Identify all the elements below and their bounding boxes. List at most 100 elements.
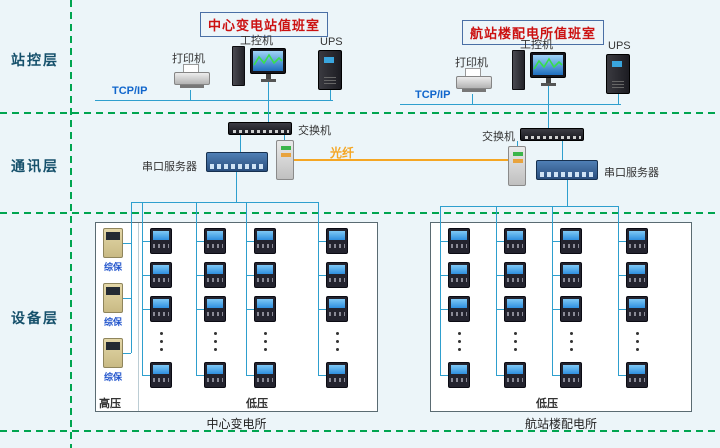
power-meter [448, 362, 470, 388]
meter-stub-wire [196, 275, 204, 276]
ups-label: UPS [320, 36, 343, 48]
network-wire [190, 90, 191, 100]
meter-stub-wire [618, 375, 626, 376]
power-meter [204, 362, 226, 388]
meter-stub-wire [552, 309, 560, 310]
network-wire [562, 141, 563, 160]
bus-distribution-wire [440, 206, 619, 207]
network-wire [268, 100, 269, 122]
ellipsis-dot [458, 332, 461, 335]
column-wire [440, 206, 441, 375]
voltage-section-label: 低压 [536, 398, 558, 410]
meter-stub-wire [552, 275, 560, 276]
ellipsis-dot [336, 332, 339, 335]
column-wire [552, 206, 553, 375]
meter-stub-wire [496, 275, 504, 276]
power-meter [326, 262, 348, 288]
meter-stub-wire [552, 375, 560, 376]
layer-label-device: 设备层 [11, 310, 59, 326]
meter-stub-wire [440, 375, 448, 376]
relay-label: 综保 [103, 317, 122, 327]
relay-stub-wire [123, 243, 131, 244]
ellipsis-dot [214, 348, 217, 351]
meter-stub-wire [142, 241, 150, 242]
power-meter [448, 296, 470, 322]
power-meter [504, 262, 526, 288]
network-wire [95, 100, 333, 101]
ellipsis-dot [336, 348, 339, 351]
layer-divider-line [0, 212, 720, 214]
meter-stub-wire [496, 375, 504, 376]
industrial-pc-icon [512, 48, 568, 90]
printer-label: 打印机 [172, 53, 205, 65]
meter-stub-wire [496, 241, 504, 242]
ups-icon [318, 50, 342, 90]
ellipsis-dot [214, 340, 217, 343]
ellipsis-dot [514, 332, 517, 335]
ellipsis-dot [636, 348, 639, 351]
voltage-section-label: 低压 [246, 398, 268, 410]
meter-stub-wire [246, 375, 254, 376]
ellipsis-dot [160, 332, 163, 335]
power-meter [626, 228, 648, 254]
relay-label: 综保 [103, 262, 122, 272]
ellipsis-dot [160, 348, 163, 351]
power-meter [204, 296, 226, 322]
panel-name: 中心变电所 [206, 417, 267, 431]
ellipsis-dot [570, 348, 573, 351]
fiber-label: 光纤 [330, 146, 355, 160]
network-wire [618, 94, 619, 104]
meter-stub-wire [440, 309, 448, 310]
column-wire [318, 202, 319, 375]
ellipsis-dot [514, 340, 517, 343]
printer-icon [456, 68, 492, 94]
ellipsis-dot [336, 340, 339, 343]
power-meter [204, 228, 226, 254]
ellipsis-dot [636, 340, 639, 343]
meter-stub-wire [142, 275, 150, 276]
power-meter [626, 262, 648, 288]
meter-stub-wire [318, 275, 326, 276]
power-meter [326, 228, 348, 254]
meter-stub-wire [246, 275, 254, 276]
meter-stub-wire [496, 309, 504, 310]
ellipsis-dot [160, 340, 163, 343]
fiber-converter-icon [508, 146, 526, 186]
meter-stub-wire [246, 241, 254, 242]
tcpip-label: TCP/IP [415, 89, 451, 101]
industrial-pc-icon [232, 44, 288, 86]
power-meter [254, 296, 276, 322]
meter-stub-wire [318, 375, 326, 376]
printer-label: 打印机 [455, 57, 488, 69]
ethernet-switch-icon [228, 122, 292, 135]
network-wire [268, 82, 269, 100]
serial-server-icon [536, 160, 598, 180]
serial-server-label: 串口服务器 [142, 161, 197, 173]
power-meter [560, 262, 582, 288]
switch-label: 交换机 [298, 125, 331, 137]
ellipsis-dot [214, 332, 217, 335]
ellipsis-dot [458, 348, 461, 351]
meter-stub-wire [318, 309, 326, 310]
relay-label: 综保 [103, 372, 122, 382]
industrial-pc-label: 工控机 [520, 39, 553, 51]
power-meter [150, 262, 172, 288]
ellipsis-dot [264, 348, 267, 351]
layer-label-communication: 通讯层 [11, 158, 59, 174]
ellipsis-dot [264, 340, 267, 343]
meter-stub-wire [246, 309, 254, 310]
column-wire [196, 202, 197, 375]
meter-stub-wire [196, 241, 204, 242]
meter-stub-wire [618, 309, 626, 310]
switch-label: 交换机 [482, 131, 515, 143]
layer-divider-line [0, 112, 720, 114]
meter-stub-wire [440, 275, 448, 276]
power-meter [504, 362, 526, 388]
meter-stub-wire [618, 275, 626, 276]
ups-label: UPS [608, 40, 631, 52]
room-title-left: 中心变电站值班室 [200, 12, 329, 37]
power-meter [254, 262, 276, 288]
power-meter [504, 296, 526, 322]
voltage-section-label: 高压 [99, 398, 121, 410]
power-meter [626, 362, 648, 388]
